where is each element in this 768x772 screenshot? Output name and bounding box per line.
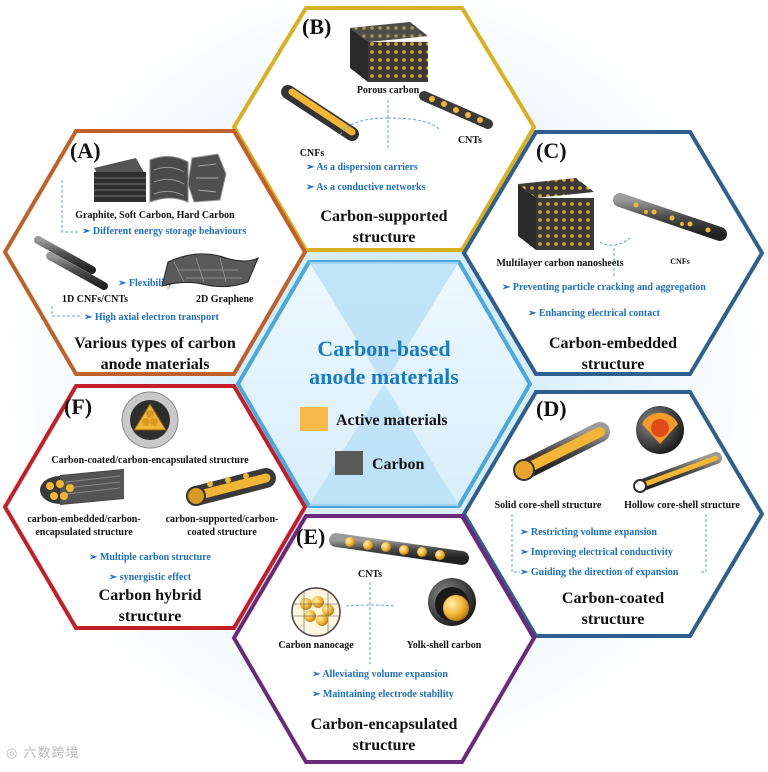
hollow-core-shell-tube-icon: [633, 452, 722, 493]
graphene-label: 2D Graphene: [196, 294, 254, 305]
hexagon-f-title-line1: Carbon hybrid: [99, 587, 202, 604]
nanosheets-label: Multilayer carbon nanosheets: [496, 258, 623, 269]
hexagon-a-letter: (A): [70, 138, 101, 163]
graphite-stack-icon: [94, 158, 146, 202]
porous-carbon-icon: [350, 22, 428, 82]
center-title-line2: anode materials: [309, 364, 459, 389]
carbon-nanosheet-cube-icon: [518, 178, 594, 250]
graphene-sheet-icon: [161, 253, 259, 288]
hexagon-c-feature-1: ➢ Preventing particle cracking and aggre…: [502, 282, 706, 293]
watermark: ◎ 六数跨境: [6, 742, 80, 761]
hollow-sphere-icon: [636, 406, 684, 454]
hexagon-b-feature-1: ➢ As a dispersion carriers: [306, 162, 418, 173]
hexagon-b-title-line1: Carbon-supported: [320, 208, 447, 225]
nanocage-label: Carbon nanocage: [278, 640, 354, 651]
legend-active-swatch: [300, 407, 328, 431]
hexagon-d-feature-3: ➢ Guiding the direction of expansion: [520, 567, 679, 578]
yolk-shell-label: Yolk-shell carbon: [407, 640, 482, 651]
embedded-encapsulated-label-1: carbon-embedded/carbon-: [27, 514, 140, 525]
hexagon-d-title-line2: structure: [582, 611, 645, 628]
solid-core-shell-label: Solid core-shell structure: [495, 500, 602, 511]
hexagon-b-title-line2: structure: [353, 229, 416, 246]
hexagon-a-title-line1: Various types of carbon: [74, 335, 236, 352]
hexagon-f-title-line2: structure: [119, 608, 182, 625]
hexagon-a: (A) Graphite, Soft Carbon, Hard Carbon ➢…: [2, 129, 308, 376]
hexagon-d: (D) Solid core-shell structure Hollow co…: [461, 390, 765, 638]
carbon-nanocage-icon: [291, 587, 341, 637]
hexagon-e-title-line2: structure: [353, 737, 416, 754]
coated-sphere-icon: [121, 391, 179, 449]
cnfs-cnts-tube-icon: [34, 236, 108, 290]
hexagon-b-letter: (B): [302, 14, 331, 39]
hexagon-f: (F) Carbon-coated/carbon-encapsulated st…: [2, 384, 308, 630]
hexagon-d-feature-2: ➢ Improving electrical conductivity: [520, 547, 673, 558]
cnfs-fiber-icon: [613, 193, 727, 241]
supported-coated-tube-icon: [186, 468, 276, 506]
hexagon-c-title-line2: structure: [582, 356, 645, 373]
hexagon-f-feature-2: ➢ synergistic effect: [109, 572, 192, 583]
hexagon-e: (E) CNTs Carbon nanocage Yolk-shell carb…: [231, 514, 537, 764]
hexagon-d-feature-1: ➢ Restricting volume expansion: [520, 527, 657, 538]
hexagon-c-feature-2: ➢ Enhancing electrical contact: [528, 308, 661, 319]
hexagon-e-title-line1: Carbon-encapsulated: [311, 716, 458, 733]
hexagon-c: (C) Multilayer carbon nanosheets CNFs ➢ …: [461, 130, 765, 376]
hollow-core-shell-label: Hollow core-shell structure: [624, 500, 740, 511]
supported-coated-label-1: carbon-supported/carbon-: [166, 514, 279, 525]
coated-encapsulated-label: Carbon-coated/carbon-encapsulated struct…: [51, 455, 249, 466]
cnts-tube-icon: [419, 91, 493, 129]
legend-carbon-swatch: [335, 451, 363, 475]
hexagon-d-title-line1: Carbon-coated: [562, 590, 664, 607]
hexagon-b: (B) Porous carbon CNFs CNTs ➢ As a dispe…: [231, 6, 537, 252]
cnfs-cnts-label: 1D CNFs/CNTs: [62, 294, 128, 305]
hexagon-e-letter: (E): [296, 524, 325, 549]
hexagon-f-feature-1: ➢ Multiple carbon structure: [89, 552, 211, 563]
watermark-text: 六数跨境: [23, 746, 80, 761]
solid-core-shell-icon: [513, 422, 610, 481]
legend-carbon-label: Carbon: [372, 456, 425, 473]
hexagon-e-feature-1: ➢ Alleviating volume expansion: [312, 669, 448, 680]
hexagon-e-feature-2: ➢ Maintaining electrode stability: [312, 689, 454, 700]
graphite-label: Graphite, Soft Carbon, Hard Carbon: [75, 210, 235, 221]
supported-coated-label-2: coated structure: [187, 527, 257, 538]
yolk-shell-icon: [428, 578, 476, 626]
hexagon-c-letter: (C): [536, 138, 567, 163]
hexagon-a-feature-2: ➢ High axial electron transport: [84, 312, 220, 323]
hexagon-d-letter: (D): [536, 396, 567, 421]
soft-carbon-icon: [149, 156, 189, 203]
center-title-line1: Carbon-based: [317, 336, 450, 361]
hexagon-b-feature-2: ➢ As a conductive networks: [306, 182, 426, 193]
center-hexagon: Carbon-based anode materials Active mate…: [235, 260, 533, 508]
embedded-bundle-icon: [40, 469, 125, 505]
legend-active-label: Active materials: [336, 412, 448, 429]
cnfs-tube-icon: [281, 85, 359, 141]
hard-carbon-icon: [187, 153, 227, 203]
cnfs-label-c: CNFs: [670, 257, 690, 266]
cnts-with-particles-icon: [329, 533, 469, 565]
hexagon-c-title-line1: Carbon-embedded: [549, 335, 677, 352]
hexagon-f-letter: (F): [64, 394, 92, 419]
hexagon-a-title-line2: anode materials: [101, 356, 210, 373]
cnts-label-e: CNTs: [358, 569, 382, 580]
porous-carbon-label: Porous carbon: [357, 85, 420, 96]
hexagon-a-feature-1: ➢ Different energy storage behaviours: [82, 226, 246, 237]
embedded-encapsulated-label-2: encapsulated structure: [35, 527, 133, 538]
cnts-label: CNTs: [458, 135, 482, 146]
hexagon-a-feature-flex: ➢ Flexibility: [118, 278, 172, 289]
watermark-logo-icon: ◎: [6, 746, 19, 761]
cnfs-label: CNFs: [300, 148, 325, 159]
